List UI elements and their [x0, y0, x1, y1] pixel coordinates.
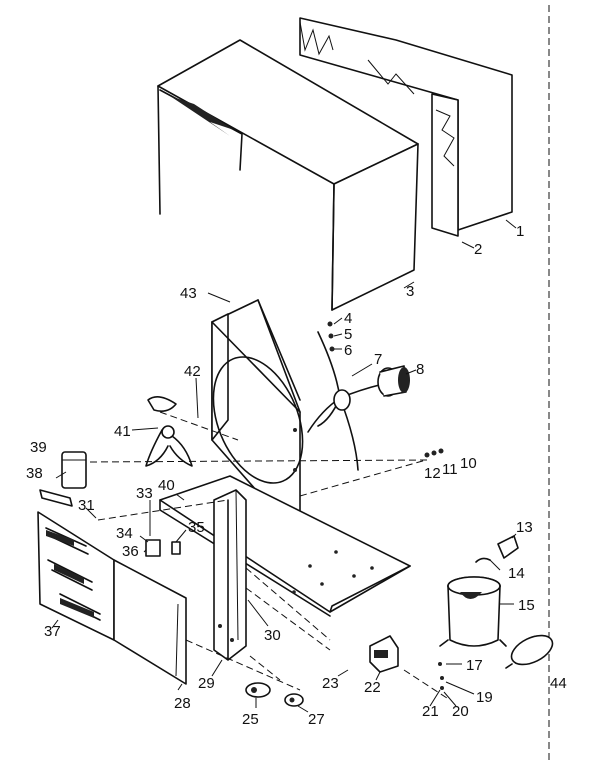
label-15: 15	[518, 597, 535, 614]
label-8: 8	[416, 361, 424, 378]
label-42: 42	[184, 363, 201, 380]
label-22: 22	[364, 679, 381, 696]
part-8-fan-motor	[377, 365, 410, 397]
part-27-fitting	[284, 693, 304, 707]
label-14: 14	[508, 565, 525, 582]
part-28-control-panel	[113, 559, 187, 685]
label-28: 28	[174, 695, 191, 712]
parts-10-11-12-hardware	[424, 448, 444, 458]
label-40: 40	[158, 477, 175, 494]
part-14-clip	[475, 557, 491, 563]
label-17: 17	[466, 657, 483, 674]
leader-lines	[51, 219, 517, 713]
assembly-guide-lines	[89, 411, 451, 701]
part-3-cabinet	[157, 39, 419, 311]
label-25: 25	[242, 711, 259, 728]
label-4: 4	[344, 310, 352, 327]
label-27: 27	[308, 711, 325, 728]
label-7: 7	[374, 351, 382, 368]
label-1: 1	[516, 223, 524, 240]
parts-4-5-6-hardware	[327, 321, 335, 352]
label-6: 6	[344, 342, 352, 359]
parts-17-21-hardware	[438, 662, 444, 690]
label-21: 21	[422, 703, 439, 720]
label-33: 33	[136, 485, 153, 502]
label-36: 36	[122, 543, 139, 560]
part-44-accumulator	[505, 634, 554, 669]
label-2: 2	[474, 241, 482, 258]
label-43: 43	[180, 285, 197, 302]
label-35: 35	[188, 519, 205, 536]
part-25-fitting	[245, 682, 271, 698]
label-34: 34	[116, 525, 133, 542]
label-29: 29	[198, 675, 215, 692]
label-5: 5	[344, 326, 352, 343]
part-37-front-grille	[37, 511, 115, 641]
label-39: 39	[30, 439, 47, 456]
part-15-compressor	[439, 576, 507, 647]
part-39-capacitor	[61, 451, 87, 489]
label-20: 20	[452, 703, 469, 720]
label-10: 10	[460, 455, 477, 472]
label-37: 37	[44, 623, 61, 640]
part-labels: 1 2 3 4 5 6 7 8 10 11 12 13 14 15 17 19 …	[26, 223, 567, 728]
part-36-control-switch	[145, 539, 161, 557]
label-13: 13	[516, 519, 533, 536]
label-31: 31	[78, 497, 95, 514]
label-38: 38	[26, 465, 43, 482]
part-22-relay	[369, 635, 399, 673]
part-35-thermostat	[171, 541, 181, 555]
label-44: 44	[550, 675, 567, 692]
part-41-blower-wheel	[145, 396, 193, 467]
part-30-divider-bracket	[213, 489, 247, 661]
label-11: 11	[442, 461, 458, 478]
label-3: 3	[406, 283, 414, 300]
label-12: 12	[424, 465, 441, 482]
label-19: 19	[476, 689, 493, 706]
part-43-fan-shroud	[211, 299, 304, 541]
part-13-terminal-cover	[497, 535, 519, 559]
label-41: 41	[114, 423, 131, 440]
label-23: 23	[322, 675, 339, 692]
part-7-fan-blade	[307, 331, 393, 471]
label-30: 30	[264, 627, 281, 644]
part-38-bracket	[39, 489, 73, 507]
part-1-back-panel	[299, 17, 513, 237]
